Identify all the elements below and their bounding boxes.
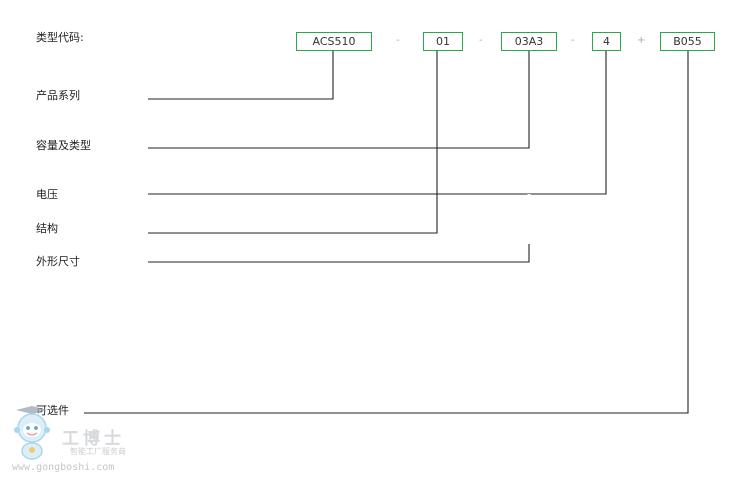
robot-mascot-icon: [14, 406, 50, 460]
type-code-label: 类型代码:: [36, 31, 84, 44]
watermark-url: www.gongboshi.com: [12, 462, 115, 473]
code-box-series: ACS510: [296, 32, 372, 51]
label-series: 产品系列: [36, 89, 80, 102]
label-size: 外形尺寸: [36, 255, 80, 268]
watermark-slogan: 智能工厂服务商: [70, 447, 126, 456]
code-box-options: B055: [660, 32, 715, 51]
separator-1: -: [396, 35, 400, 46]
line-capacity: [148, 51, 530, 149]
line-series: [148, 51, 334, 100]
separator-2: -: [479, 35, 483, 46]
label-options: 可选件: [36, 404, 69, 417]
watermark-brand: 工博士: [62, 429, 125, 449]
separator-4: +: [637, 35, 646, 46]
separator-3: -: [571, 35, 575, 46]
code-box-capacity: 03A3: [501, 32, 557, 51]
label-structure: 结构: [36, 222, 58, 235]
label-capacity: 容量及类型: [36, 139, 91, 152]
code-box-structure: 01: [423, 32, 463, 51]
line-size: [148, 244, 530, 263]
line-options: [84, 51, 689, 414]
watermark: 工博士 智能工厂服务商 www.gongboshi.com: [8, 404, 138, 479]
line-structure: [148, 51, 438, 234]
code-box-voltage: 4: [592, 32, 621, 51]
label-voltage: 电压: [36, 188, 58, 201]
line-voltage: [148, 51, 607, 195]
